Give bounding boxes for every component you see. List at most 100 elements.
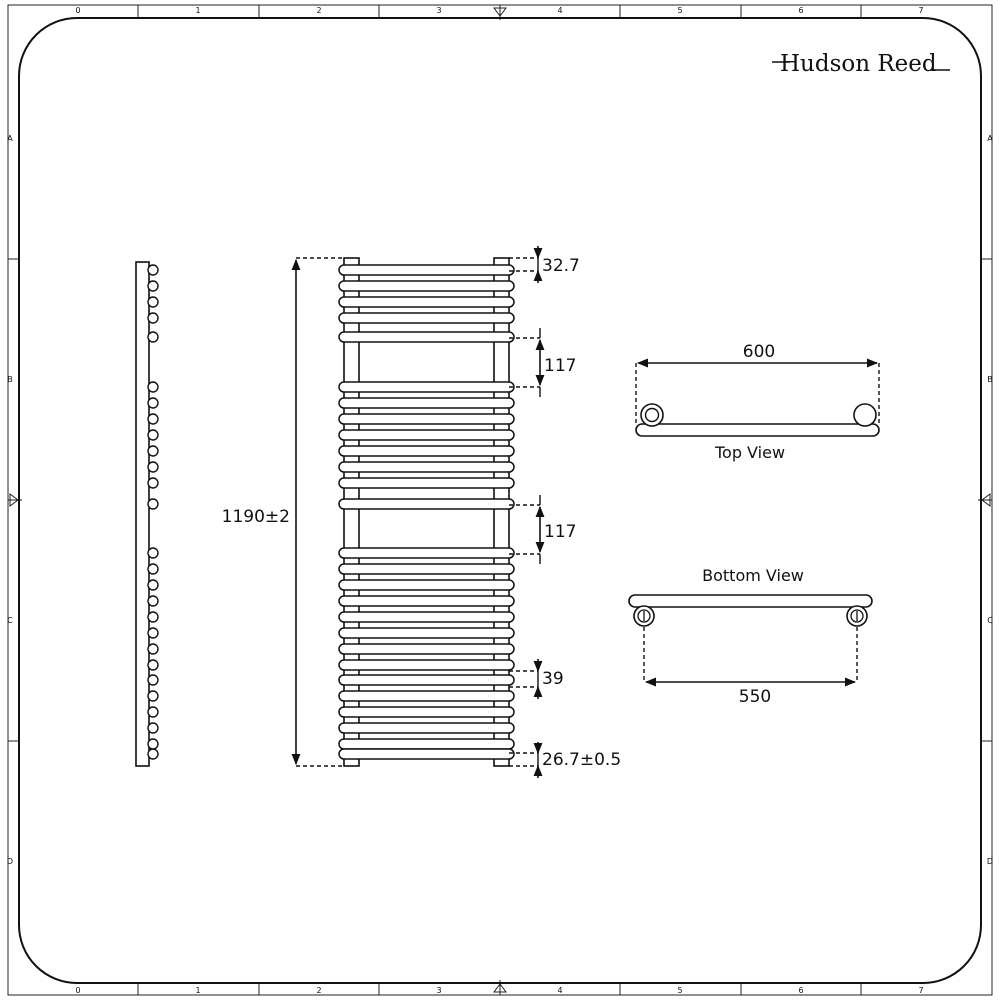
brand-name: Hudson Reed [780,51,937,77]
side-rail-end [147,461,159,473]
bottom-offset-dimension: 26.7±0.5 [509,742,621,778]
grid-col-label-top: 7 [918,6,923,15]
front-rail [338,264,515,276]
side-rail-end [147,563,159,575]
grid-col-label-bottom: 3 [436,986,441,995]
front-rail [338,280,515,292]
front-rail [338,381,515,393]
lower-gap-dimension: 117 [509,495,576,564]
side-view [135,261,159,767]
front-rail [338,611,515,623]
front-rail [338,397,515,409]
side-rail-end [147,498,159,510]
top-view-left-upright [640,403,664,427]
side-view-rails [147,264,159,760]
grid-col-label-top: 2 [316,6,321,15]
top-view-rail [635,423,880,437]
grid-col-label-bottom: 2 [316,986,321,995]
side-rail-end [147,429,159,441]
grid-row-label-left: D [7,857,13,866]
rail-pitch-dimension: 39 [509,659,564,699]
side-rail-end [147,445,159,457]
side-rail-end [147,611,159,623]
rail-pitch-label: 39 [542,669,564,689]
side-rail-end [147,706,159,718]
grid-col-label-top: 0 [75,6,80,15]
side-rail-end [147,748,159,760]
side-rail-end [147,397,159,409]
front-rail [338,498,515,510]
top-offset-dimension: 32.7 [509,246,580,283]
front-rail [338,445,515,457]
front-rail [338,706,515,718]
grid-col-label-bottom: 5 [677,986,682,995]
grid-col-label-top: 6 [798,6,803,15]
side-rail-end [147,280,159,292]
side-rail-end [147,312,159,324]
grid-row-label-right: B [987,375,993,384]
bottom-view: Bottom View 550 [628,566,873,707]
grid-row-label-right: A [987,134,993,143]
inner-border [18,17,982,984]
side-rail-end [147,579,159,591]
side-rail-end [147,413,159,425]
front-rail [338,595,515,607]
grid-col-label-bottom: 4 [557,986,562,995]
grid-row-label-right: D [987,857,993,866]
bottom-view-rail [628,594,873,608]
front-rail [338,461,515,473]
front-rail [338,413,515,425]
front-rail [338,579,515,591]
grid-row-label-left: A [7,134,13,143]
front-rail [338,690,515,702]
side-view-upright [135,261,150,767]
grid-col-label-top: 1 [195,6,200,15]
bottom-view-title: Bottom View [702,566,804,585]
grid-row-label-right: C [987,616,993,625]
front-rail [338,659,515,671]
front-rail [338,722,515,734]
front-view-rails [338,264,515,760]
side-rail-end [147,381,159,393]
front-rail [338,547,515,559]
grid-col-label-top: 4 [557,6,562,15]
grid-col-label-bottom: 7 [918,986,923,995]
side-rail-end [147,659,159,671]
front-rail [338,643,515,655]
top-view-width-label: 600 [743,342,775,362]
grid-row-label-left: C [7,616,13,625]
bottom-view-centres-label: 550 [739,687,771,707]
grid-col-label-bottom: 1 [195,986,200,995]
front-rail [338,477,515,489]
side-rail-end [147,690,159,702]
side-rail-end [147,738,159,750]
front-rail [338,563,515,575]
side-rail-end [147,643,159,655]
top-view-title: Top View [714,443,785,462]
grid-col-label-top: 5 [677,6,682,15]
front-rail [338,738,515,750]
front-view: 1190±2 32.7 117 117 [222,246,621,778]
upper-gap-dimension: 117 [509,328,576,397]
brand-logo: Hudson Reed [772,51,950,77]
lower-gap-label: 117 [544,522,576,542]
side-rail-end [147,627,159,639]
side-rail-end [147,477,159,489]
front-rail [338,748,515,760]
side-rail-end [147,296,159,308]
front-rail [338,627,515,639]
side-rail-end [147,674,159,686]
grid-ticks [8,5,992,995]
grid-row-label-left: B [7,375,13,384]
upper-gap-label: 117 [544,356,576,376]
front-rail [338,331,515,343]
grid-col-label-bottom: 0 [75,986,80,995]
front-rail [338,429,515,441]
overall-height-dimension: 1190±2 [222,257,344,767]
front-rail [338,674,515,686]
top-offset-label: 32.7 [542,256,580,276]
front-rail [338,312,515,324]
grid-col-label-top: 3 [436,6,441,15]
